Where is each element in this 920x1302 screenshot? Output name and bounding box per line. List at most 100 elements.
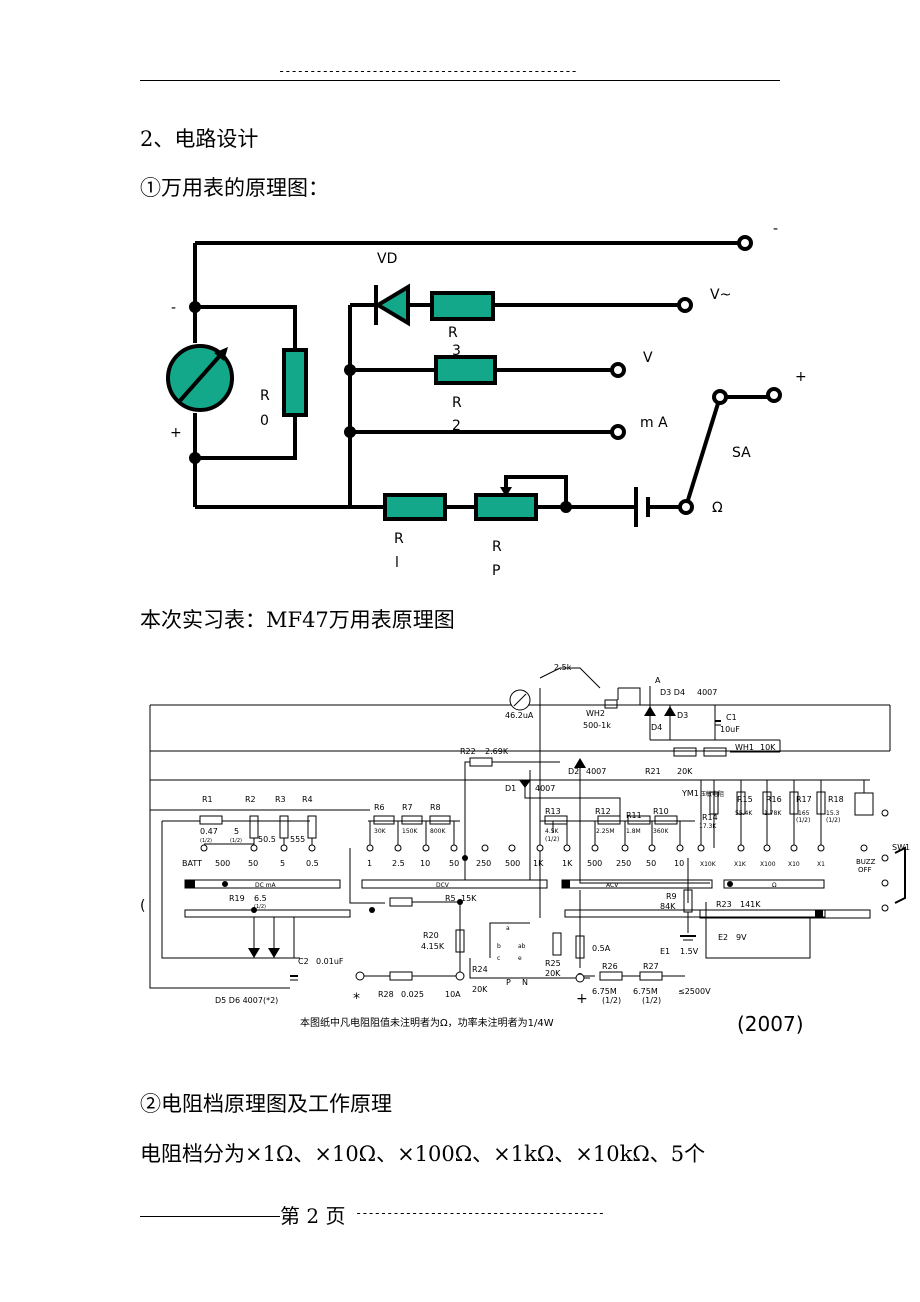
r9: R9 bbox=[666, 892, 677, 901]
r18: R18 bbox=[828, 795, 844, 804]
r10: R10 bbox=[653, 807, 669, 816]
label-r3-n: 3 bbox=[452, 343, 461, 359]
range-5ma: 5 bbox=[280, 859, 285, 868]
r11-val: 1.8M bbox=[626, 828, 641, 835]
r19-pow: (1/2) bbox=[254, 904, 266, 910]
range-acv-10: 10 bbox=[674, 859, 684, 868]
r2: R2 bbox=[245, 795, 256, 804]
label-p: P bbox=[506, 978, 511, 987]
terminal-ohm bbox=[678, 499, 694, 515]
subtitle-resistance: ②电阻档原理图及工作原理 bbox=[140, 1092, 392, 1116]
label-v: V bbox=[643, 350, 653, 366]
range-x1k: X1K bbox=[734, 861, 747, 868]
range-acv-1k: 1K bbox=[562, 859, 573, 868]
sw-a: a bbox=[506, 925, 510, 932]
range-acv-50: 50 bbox=[646, 859, 656, 868]
e2: E2 bbox=[718, 933, 728, 942]
header-rule bbox=[140, 80, 780, 81]
label-r0-n: 0 bbox=[260, 413, 269, 429]
r18-pow: (1/2) bbox=[826, 817, 840, 824]
range-acv-250: 250 bbox=[616, 859, 631, 868]
label-ma: m A bbox=[640, 415, 668, 431]
c1: C1 bbox=[726, 713, 737, 722]
mf47-year: (2007) bbox=[737, 1012, 804, 1036]
r3-val: 50.5 bbox=[258, 835, 276, 844]
r6-val: 30K bbox=[374, 828, 387, 835]
e1: E1 bbox=[660, 947, 670, 956]
potentiometer-rp-green bbox=[474, 493, 538, 521]
r17: R17 bbox=[796, 795, 812, 804]
r1: R1 bbox=[202, 795, 213, 804]
r23: R23 bbox=[716, 900, 732, 909]
range-batt: BATT bbox=[182, 859, 202, 868]
r15: R15 bbox=[737, 795, 753, 804]
resistor-r2-green bbox=[434, 355, 497, 385]
r19-val: 6.5 bbox=[254, 894, 267, 903]
d5d6: D5 D6 4007(*2) bbox=[215, 996, 278, 1005]
ten-a: 10A bbox=[445, 990, 461, 999]
c1-val: 10uF bbox=[720, 725, 740, 734]
wh1: WH1 bbox=[735, 743, 754, 752]
d2-val: 4007 bbox=[586, 767, 606, 776]
r5-val: 15K bbox=[461, 894, 477, 903]
r-25k: 2.5k bbox=[554, 663, 572, 672]
switch-pivot bbox=[712, 389, 728, 405]
label-rp-r: R bbox=[492, 539, 502, 555]
r19: R19 bbox=[229, 894, 245, 903]
bar-dcv: DCV bbox=[436, 882, 450, 889]
r22: R22 bbox=[460, 747, 476, 756]
r24: R24 bbox=[472, 965, 488, 974]
r16-val: 1.78K bbox=[764, 810, 782, 817]
r16: R16 bbox=[766, 795, 782, 804]
r4-val: 555 bbox=[290, 835, 305, 844]
r21-val: 20K bbox=[677, 767, 693, 776]
r12: R12 bbox=[595, 807, 611, 816]
buzz: BUZZ bbox=[856, 858, 876, 866]
range-x100: X100 bbox=[760, 861, 776, 868]
footer-rule bbox=[140, 1216, 280, 1217]
range-50ma: 50 bbox=[248, 859, 258, 868]
e2-val: 9V bbox=[736, 933, 747, 942]
e1-val: 1.5V bbox=[680, 947, 699, 956]
range-50v: 50 bbox=[449, 859, 459, 868]
ym1: YM1 bbox=[681, 789, 699, 798]
body-text: 电阻档分为×1Ω、×10Ω、×100Ω、×1kΩ、×10kΩ、5个 bbox=[140, 1142, 706, 1166]
range-1kv: 1K bbox=[533, 859, 544, 868]
r15-val: 55.4K bbox=[735, 810, 753, 817]
subtitle-schematic: ①万用表的原理图： bbox=[140, 176, 329, 200]
r26: R26 bbox=[602, 962, 618, 971]
r1-pow: (1/2) bbox=[200, 838, 212, 844]
r13-pow: (1/2) bbox=[545, 836, 559, 843]
resistor-r3-green bbox=[430, 291, 495, 321]
sw-b: b bbox=[497, 943, 501, 950]
mf47-note: 本图纸中凡电阻阻值未注明者为Ω，功率未注明者为1/4W bbox=[300, 1016, 554, 1029]
header-dashes: ----------------------------------------… bbox=[278, 64, 578, 78]
r26-val: 6.75M bbox=[592, 987, 617, 996]
d1-val: 4007 bbox=[535, 784, 555, 793]
label-r0-r: R bbox=[260, 388, 270, 404]
r18-val: 15.3 bbox=[826, 810, 840, 817]
c2: C2 bbox=[298, 957, 309, 966]
sw1: SW1 bbox=[892, 843, 910, 852]
mf47-schematic: 2.5k 46.2uA WH2 500-1k A D3 D4 4007 D3 D… bbox=[140, 663, 910, 1036]
r25: R25 bbox=[545, 959, 561, 968]
r25-val: 20K bbox=[545, 969, 561, 978]
r27: R27 bbox=[643, 962, 659, 971]
wh1-val: 10K bbox=[760, 743, 776, 752]
bar-ohm: Ω bbox=[772, 882, 777, 889]
range-25v: 2.5 bbox=[392, 859, 405, 868]
range-500ma: 500 bbox=[215, 859, 230, 868]
terminal-ma bbox=[610, 424, 626, 440]
r6: R6 bbox=[374, 803, 385, 812]
r20-val: 4.15K bbox=[421, 942, 445, 951]
r13: R13 bbox=[545, 807, 561, 816]
label-neg-top: - bbox=[773, 221, 778, 237]
label-vd: VD bbox=[377, 251, 397, 267]
star: * bbox=[353, 991, 360, 1007]
range-500v: 500 bbox=[505, 859, 520, 868]
r5: R5 bbox=[445, 894, 456, 903]
r27-pow: (1/2) bbox=[642, 996, 661, 1005]
r3: R3 bbox=[275, 795, 286, 804]
r27-val: 6.75M bbox=[633, 987, 658, 996]
ym1-note: 压敏电阻 bbox=[700, 790, 724, 798]
